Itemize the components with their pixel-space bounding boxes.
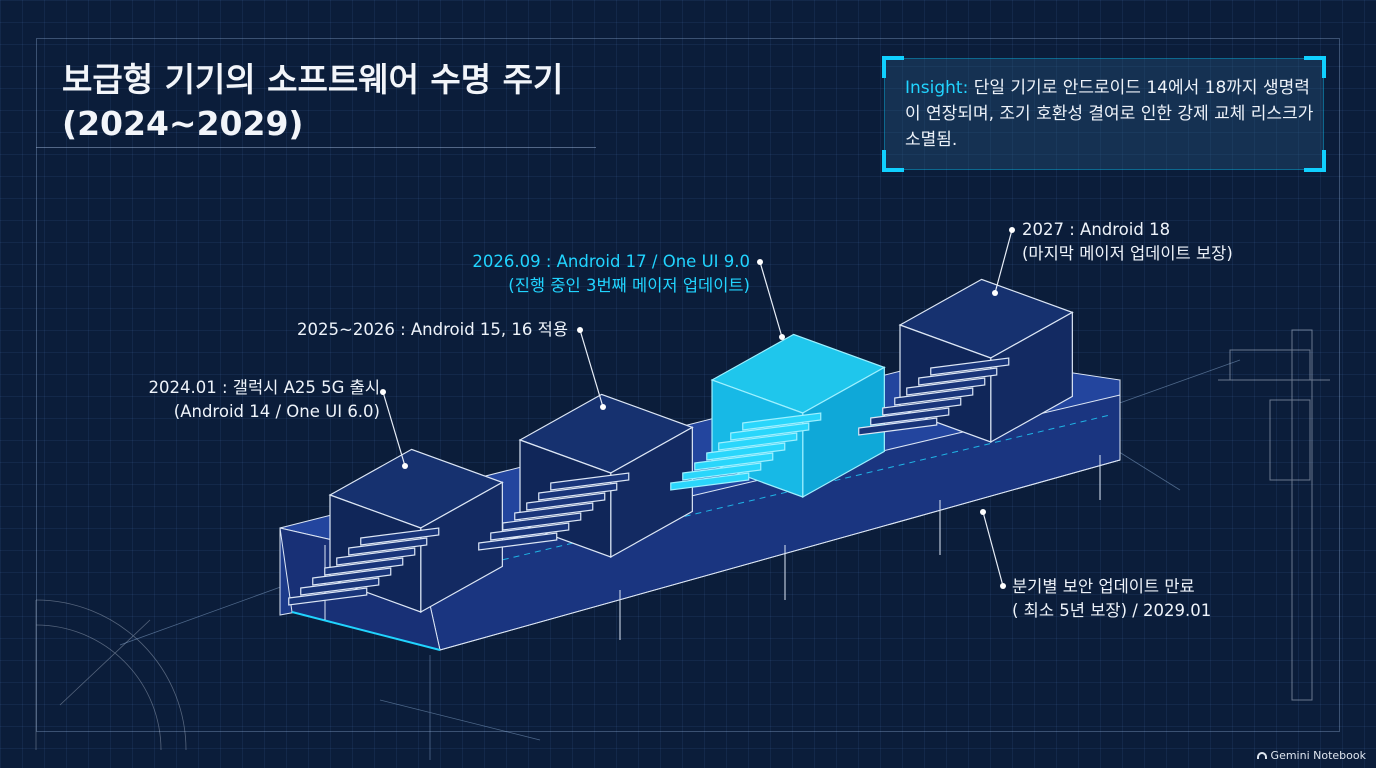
corner-bracket-icon xyxy=(1304,56,1326,78)
caliper-icon xyxy=(1218,329,1330,701)
stair-step xyxy=(360,527,440,546)
leader-dot xyxy=(980,509,986,515)
platform-ribs xyxy=(324,455,1101,640)
protractor-icon xyxy=(35,599,187,751)
corner-bracket-icon xyxy=(882,150,904,172)
stair-step xyxy=(478,532,558,551)
stair-step xyxy=(312,567,392,586)
stair-step xyxy=(706,442,786,461)
leader-dot xyxy=(1009,227,1015,233)
stair-step xyxy=(490,522,570,541)
insight-box: Insight: 단일 기기로 안드로이드 14에서 18까지 생명력이 연장되… xyxy=(882,56,1326,172)
stair-step xyxy=(682,462,762,481)
stair-step xyxy=(348,537,428,556)
title-divider xyxy=(36,147,596,148)
brand-watermark: Gemini Notebook xyxy=(1256,749,1366,762)
leader-line-2 xyxy=(579,329,604,408)
stair-step xyxy=(550,472,630,491)
stair-step xyxy=(858,417,938,436)
stair-step xyxy=(514,502,594,521)
stair-step xyxy=(526,492,606,511)
leader-dot xyxy=(1000,583,1006,589)
stair-step xyxy=(718,432,798,451)
leader-dot xyxy=(380,389,386,395)
stair-step xyxy=(894,387,974,406)
stair-step xyxy=(502,512,582,531)
notebook-logo-icon xyxy=(1256,752,1267,759)
stair-step xyxy=(870,407,950,426)
title-line-1: 보급형 기기의 소프트웨어 수명 주기 xyxy=(62,60,564,99)
milestone-label-2027: 2027 : Android 18 (마지막 메이저 업데이트 보장) xyxy=(1022,220,1233,263)
stair-step xyxy=(538,482,618,501)
milestone-label-2026: 2026.09 : Android 17 / One UI 9.0 (진행 중인… xyxy=(472,252,750,295)
stair-block-4 xyxy=(858,278,1074,444)
leader-dot xyxy=(779,334,785,340)
leader-dot xyxy=(757,259,763,265)
stair-step xyxy=(930,357,1010,376)
insight-label: Insight: xyxy=(905,78,969,98)
stair-step xyxy=(670,472,750,491)
insight-text: Insight: 단일 기기로 안드로이드 14에서 18까지 생명력이 연장되… xyxy=(905,75,1315,153)
leader-line-3 xyxy=(759,261,783,338)
corner-bracket-icon xyxy=(1304,150,1326,172)
stair-step xyxy=(300,577,380,596)
leader-dot xyxy=(577,327,583,333)
insight-body: 단일 기기로 안드로이드 14에서 18까지 생명력이 연장되며, 조기 호환성… xyxy=(905,78,1314,150)
stair-step xyxy=(288,587,368,606)
stair-step xyxy=(730,422,810,441)
stair-block-1 xyxy=(288,448,504,614)
leader-dot xyxy=(600,404,606,410)
stair-step xyxy=(918,367,998,386)
stair-step xyxy=(324,557,404,576)
corner-bracket-icon xyxy=(882,56,904,78)
stair-step xyxy=(906,377,986,396)
leader-lines xyxy=(380,227,1015,589)
leader-line-5 xyxy=(982,511,1004,587)
milestone-label-2024: 2024.01 : 갤럭시 A25 5G 출시 (Android 14 / On… xyxy=(148,378,380,421)
stair-blocks xyxy=(288,278,1074,614)
stair-step xyxy=(742,412,822,431)
stair-step xyxy=(882,397,962,416)
stair-step xyxy=(694,452,774,471)
stair-block-2 xyxy=(478,393,694,559)
title-line-2: (2024~2029) xyxy=(62,104,304,143)
page-title: 보급형 기기의 소프트웨어 수명 주기 (2024~2029) xyxy=(62,58,563,146)
stair-block-3 xyxy=(670,333,886,499)
milestone-label-security: 분기별 보안 업데이트 만료 ( 최소 5년 보장) / 2029.01 xyxy=(1012,577,1212,620)
leader-line-4 xyxy=(994,229,1013,294)
blueprint-frame xyxy=(36,38,1340,732)
leader-dot xyxy=(992,290,998,296)
stair-step xyxy=(336,547,416,566)
brand-name: Gemini Notebook xyxy=(1270,749,1366,762)
leader-line-1 xyxy=(382,391,406,467)
leader-dot xyxy=(402,463,408,469)
milestone-label-2025: 2025~2026 : Android 15, 16 적용 xyxy=(297,320,568,339)
